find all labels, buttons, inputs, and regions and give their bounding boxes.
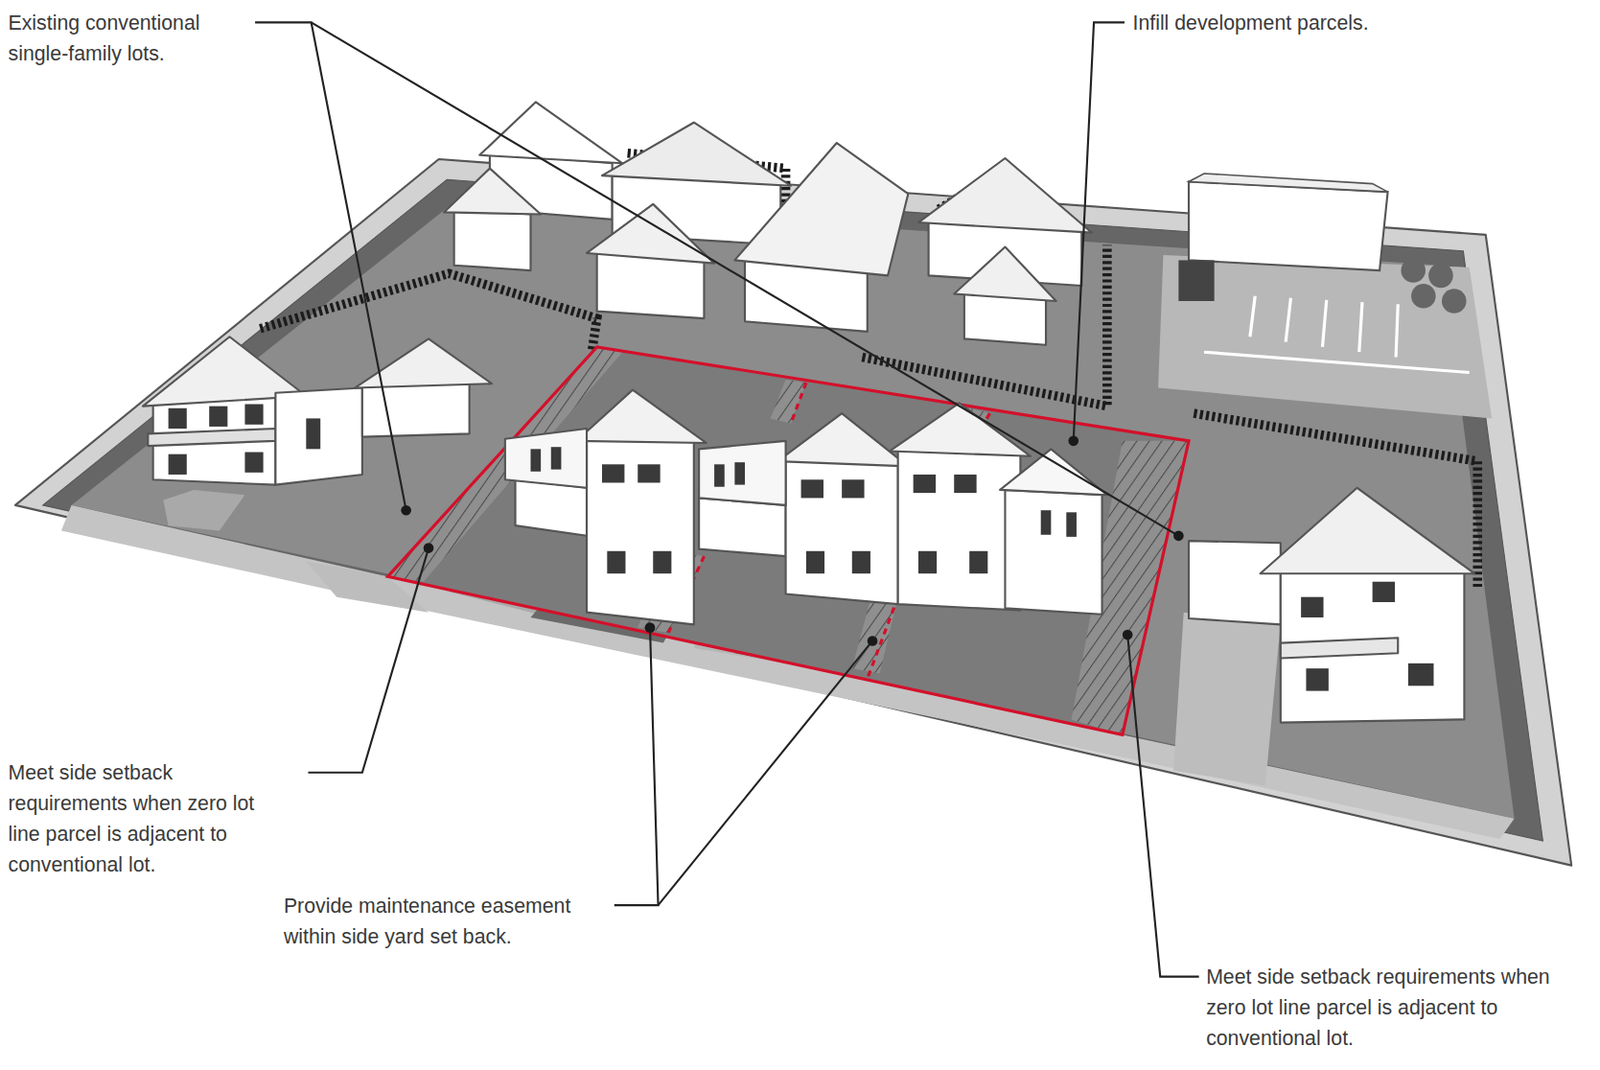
callout-label: Provide maintenance easement within side… (283, 889, 621, 951)
windows (168, 404, 1435, 692)
callout-label: Meet side setback requirements when zero… (1205, 961, 1586, 1054)
parcel-outline (387, 347, 1189, 735)
callout-label: Infill development parcels. (1132, 6, 1438, 38)
leader-lines (255, 22, 1200, 976)
parking-lot (1158, 173, 1492, 418)
callout-label: Existing conventional single-family lots… (8, 6, 249, 69)
callout-label: Meet side setback requirements when zero… (8, 757, 284, 881)
leader-dots (400, 436, 1183, 647)
houses (142, 101, 1475, 722)
